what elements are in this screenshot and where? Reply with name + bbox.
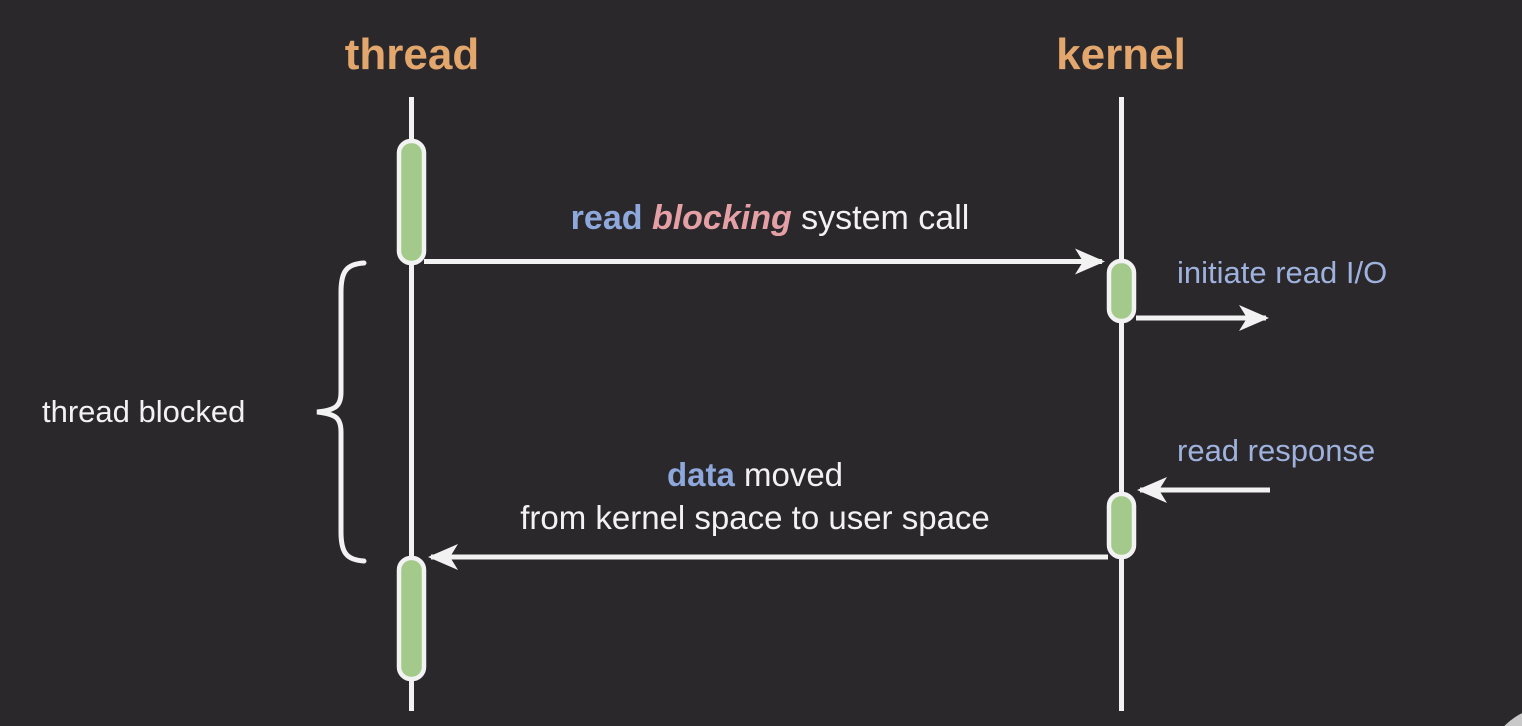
thread-blocked-label: thread blocked (42, 394, 246, 429)
initiate-io-label: initiate read I/O (1177, 255, 1388, 290)
blocked-brace (316, 260, 367, 564)
data-moved-rest: moved (734, 456, 844, 493)
syscall-read-keyword: read (570, 199, 643, 237)
actor-label-kernel: kernel (1056, 30, 1186, 79)
kernel-activation-bar-1 (1106, 258, 1137, 324)
kernel-activation-bar-2 (1106, 491, 1137, 560)
data-moved-label: data moved from kernel space to user spa… (520, 453, 990, 539)
data-moved-line1: data moved (520, 453, 990, 496)
read-response-label: read response (1177, 433, 1376, 468)
actor-label-thread: thread (344, 30, 480, 79)
thread-activation-bar-2 (396, 555, 427, 682)
video-overlay-circle[interactable] (1487, 707, 1522, 726)
data-moved-line2: from kernel space to user space (520, 499, 990, 536)
syscall-message-label: read blocking system call (571, 199, 970, 238)
syscall-rest-text: system call (791, 199, 970, 237)
syscall-blocking-keyword: blocking (642, 199, 792, 237)
data-keyword: data (666, 456, 735, 493)
thread-activation-bar-1 (396, 138, 427, 266)
